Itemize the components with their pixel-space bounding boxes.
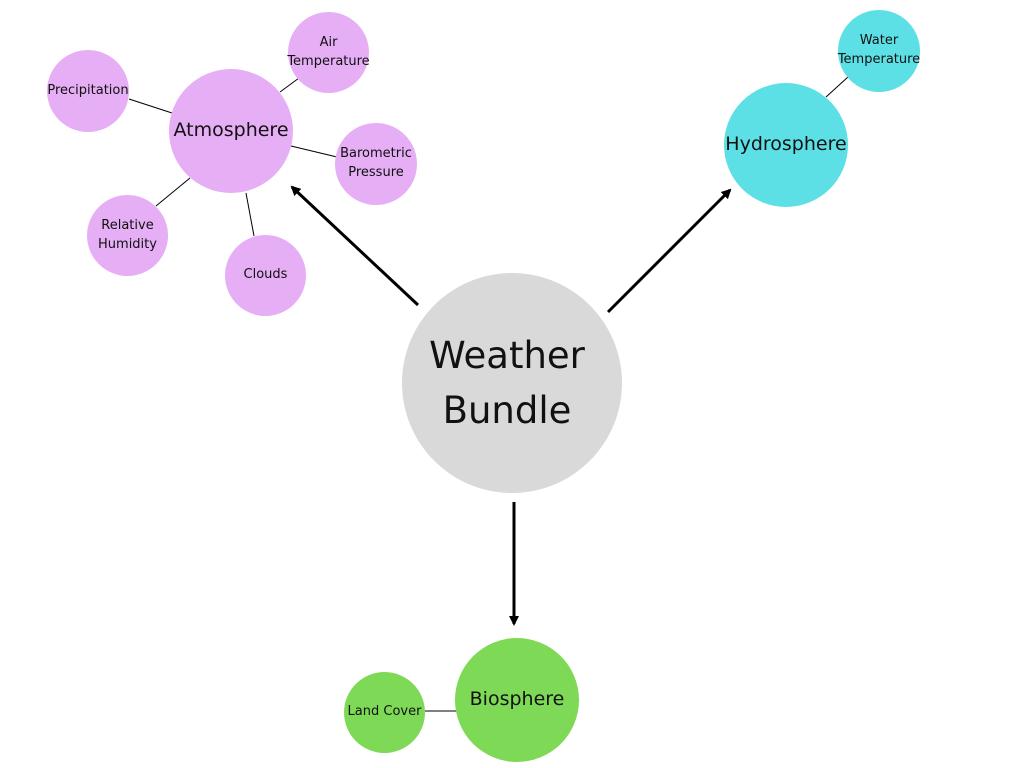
clouds-node: Clouds [225, 235, 306, 316]
connector-water-temperature [825, 76, 849, 98]
air-temperature-label: Air Temperature [287, 34, 370, 69]
arrow-to-hydrosphere [606, 188, 732, 314]
connector-clouds [245, 192, 255, 237]
biosphere-node: Biosphere [455, 638, 579, 762]
atmosphere-node: Atmosphere [169, 69, 293, 193]
water-temperature-node: Water Temperature [838, 10, 920, 92]
biosphere-label: Biosphere [469, 688, 565, 711]
land-cover-label: Land Cover [347, 704, 422, 720]
relative-humidity-node: Relative Humidity [87, 195, 168, 276]
connector-barometric-pressure [290, 145, 338, 158]
barometric-pressure-label: Barometric Pressure [340, 146, 412, 180]
atmosphere-label: Atmosphere [173, 119, 289, 142]
clouds-label: Clouds [243, 267, 288, 283]
air-temperature-node: Air Temperature [287, 12, 370, 93]
hydrosphere-label: Hydrosphere [725, 133, 847, 156]
connector-relative-humidity [155, 177, 191, 207]
connector-precipitation [128, 98, 173, 114]
hydrosphere-node: Hydrosphere [724, 83, 848, 207]
precipitation-node: Precipitation [47, 50, 129, 132]
barometric-pressure-node: Barometric Pressure [335, 123, 417, 205]
water-temperature-label: Water Temperature [837, 33, 921, 67]
land-cover-node: Land Cover [344, 672, 425, 753]
precipitation-label: Precipitation [47, 82, 129, 98]
weather-bundle-label: Weather Bundle [429, 333, 585, 433]
relative-humidity-label: Relative Humidity [98, 217, 157, 252]
weather-bundle-node: Weather Bundle [402, 273, 622, 493]
connector-air-temperature [279, 77, 300, 93]
arrow-to-atmosphere [290, 185, 420, 307]
